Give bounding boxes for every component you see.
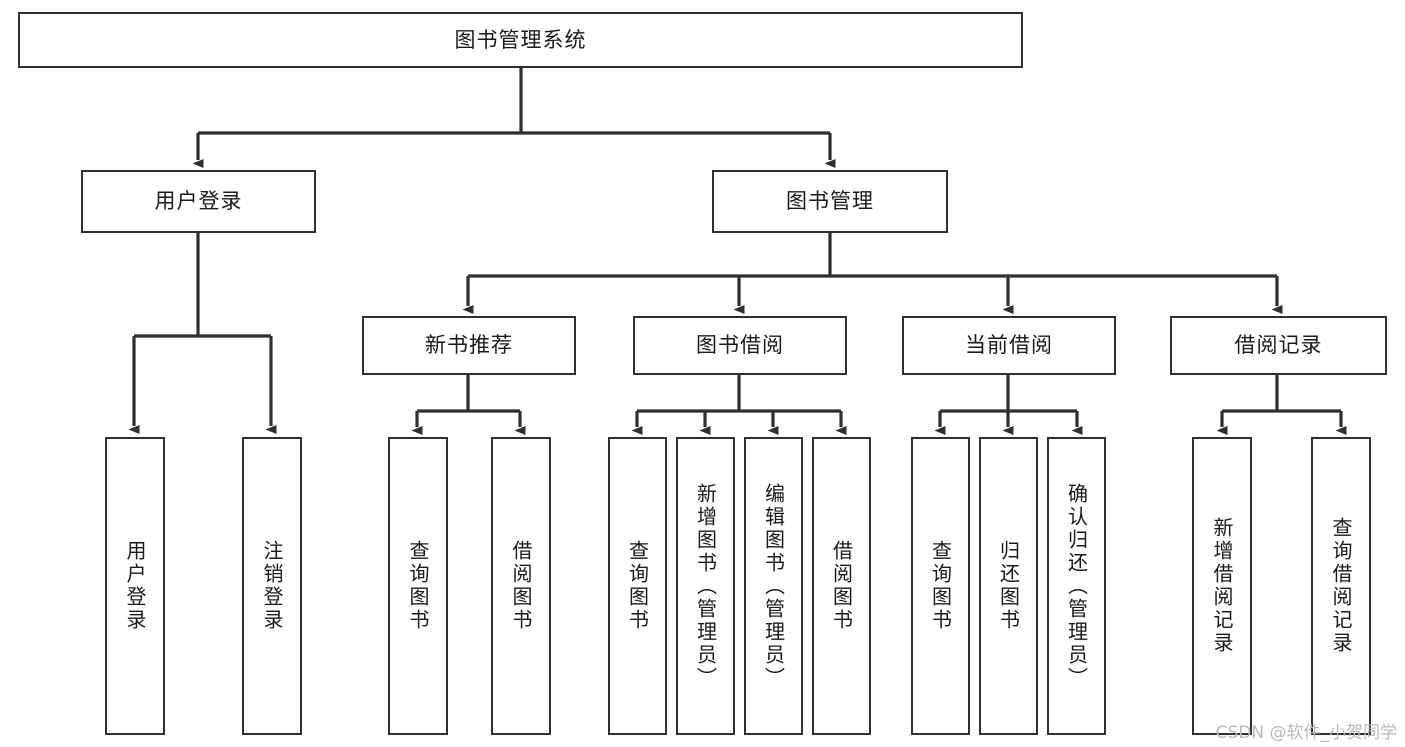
leaf-label: 查询图书 [928,540,953,632]
node-book-borrow-label: 图书借阅 [696,333,784,358]
leaf-borrow-record-1[interactable]: 查询借阅记录 [1311,437,1371,735]
leaf-user-login-0[interactable]: 用户登录 [105,437,165,735]
node-borrow-record-label: 借阅记录 [1234,333,1323,358]
node-book-borrow[interactable]: 图书借阅 [633,316,847,375]
leaf-current-borrow-1[interactable]: 归还图书 [979,437,1038,735]
leaf-label: 借阅图书 [829,540,854,632]
node-current-borrow-label: 当前借阅 [965,333,1053,358]
leaf-label: 编辑图书（管理员） [761,482,786,690]
leaf-book-borrow-3[interactable]: 借阅图书 [812,437,871,735]
leaf-label: 归还图书 [996,540,1021,632]
leaf-current-borrow-0[interactable]: 查询图书 [911,437,970,735]
node-current-borrow[interactable]: 当前借阅 [902,316,1116,375]
leaf-new-book-recommend-0[interactable]: 查询图书 [388,437,448,735]
leaf-book-borrow-1[interactable]: 新增图书（管理员） [676,437,735,735]
leaf-user-login-1[interactable]: 注销登录 [242,437,302,735]
leaf-label: 用户登录 [123,540,147,632]
node-new-book-recommend-label: 新书推荐 [425,333,513,358]
leaf-book-borrow-0[interactable]: 查询图书 [608,437,667,735]
node-user-login-label: 用户登录 [154,189,243,214]
node-root-label: 图书管理系统 [454,27,587,52]
node-borrow-record[interactable]: 借阅记录 [1170,316,1387,375]
leaf-label: 查询借阅记录 [1329,517,1353,655]
node-user-login[interactable]: 用户登录 [81,170,316,233]
leaf-new-book-recommend-1[interactable]: 借阅图书 [491,437,551,735]
leaf-current-borrow-2[interactable]: 确认归还（管理员） [1047,437,1106,735]
node-new-book-recommend[interactable]: 新书推荐 [362,316,576,375]
node-root[interactable]: 图书管理系统 [18,12,1023,68]
leaf-label: 查询图书 [406,540,430,632]
node-book-manage-label: 图书管理 [786,189,874,214]
leaf-label: 注销登录 [260,540,284,632]
leaf-book-borrow-2[interactable]: 编辑图书（管理员） [744,437,803,735]
leaf-label: 借阅图书 [509,540,533,632]
watermark-text: CSDN @软件_小贺同学 [1215,723,1397,743]
node-book-manage[interactable]: 图书管理 [712,170,948,233]
leaf-label: 确认归还（管理员） [1064,482,1089,690]
leaf-label: 新增图书（管理员） [693,482,718,690]
leaf-label: 查询图书 [625,540,650,632]
leaf-label: 新增借阅记录 [1210,517,1234,655]
leaf-borrow-record-0[interactable]: 新增借阅记录 [1192,437,1252,735]
